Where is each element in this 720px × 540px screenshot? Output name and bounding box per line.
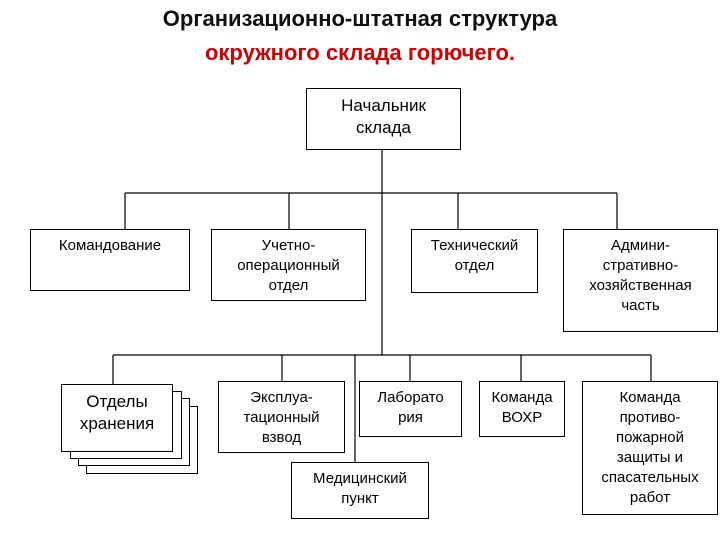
box-fire: Команда противо- пожарной защиты и спаса…	[582, 381, 718, 515]
diagram-title-line1: Организационно-штатная структура	[162, 6, 558, 31]
box-laboratory: Лаборато рия	[359, 381, 462, 437]
box-medical: Медицинский пункт	[291, 462, 429, 519]
box-head: Начальник склада	[306, 88, 461, 150]
box-admin: Админи- стративно- хозяйственная часть	[563, 229, 718, 332]
box-technical: Технический отдел	[411, 229, 538, 293]
box-command: Командование	[30, 229, 190, 291]
diagram-title-line2: окружного склада горючего.	[204, 40, 516, 65]
box-accounting: Учетно- операционный отдел	[211, 229, 366, 301]
box-storage: Отделы хранения	[61, 384, 173, 452]
box-exploitation: Эксплуа- тационный взвод	[218, 381, 345, 453]
box-vokhr: Команда ВОХР	[479, 381, 565, 437]
